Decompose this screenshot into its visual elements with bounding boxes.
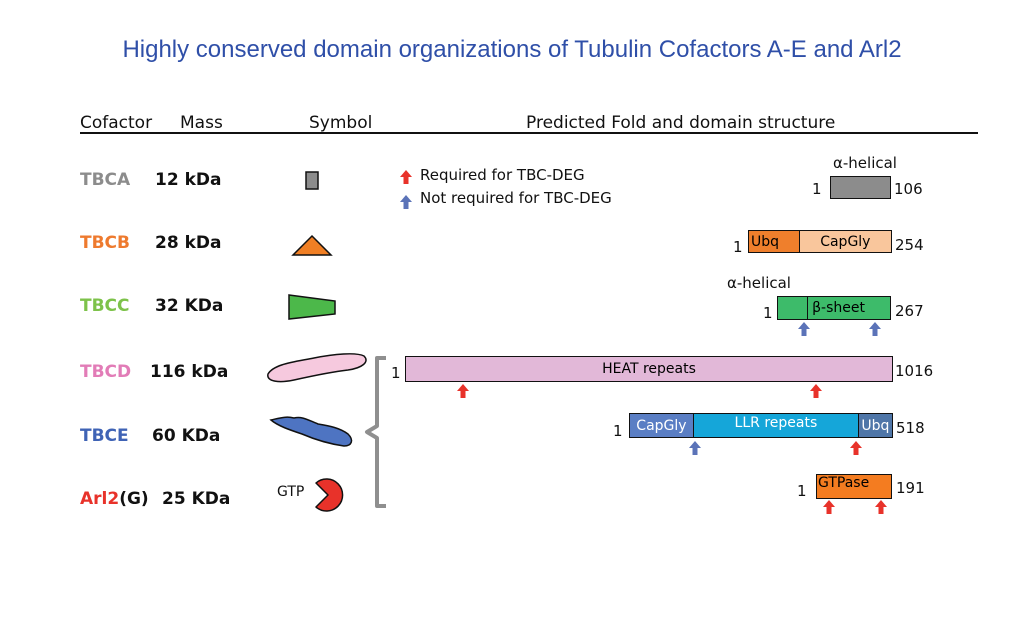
cofactor-mass: 25 KDa xyxy=(162,489,231,509)
pacman-symbol-icon xyxy=(315,478,344,512)
cofactor-mass: 116 kDa xyxy=(150,362,229,382)
diagram-title: Highly conserved domain organizations of… xyxy=(122,36,902,63)
start-residue: 1 xyxy=(812,180,822,198)
end-residue: 254 xyxy=(895,236,924,254)
domain-segment xyxy=(831,177,890,198)
domain-segment-ubq: Ubq xyxy=(857,414,892,437)
gtp-label: GTP xyxy=(277,484,305,500)
domain-bar: β-sheet xyxy=(777,296,891,320)
end-residue: 1016 xyxy=(895,362,934,380)
cofactor-name: TBCE xyxy=(80,426,129,446)
domain-segment-heat-repeats: HEAT repeats xyxy=(406,357,892,381)
domain-bar: HEAT repeats xyxy=(405,356,893,382)
cofactor-mass: 32 KDa xyxy=(155,296,224,316)
cofactor-name-main: Arl2 xyxy=(80,489,120,509)
start-residue: 1 xyxy=(797,482,807,500)
start-residue: 1 xyxy=(391,364,401,382)
required-arrow-icon xyxy=(457,384,469,398)
cofactor-mass: 28 kDa xyxy=(155,233,222,253)
elongated-blob-symbol-icon xyxy=(267,353,367,383)
start-residue: 1 xyxy=(763,304,773,322)
end-residue: 267 xyxy=(895,302,924,320)
required-arrow-icon xyxy=(875,500,887,514)
domain-segment-gtpase: GTPase xyxy=(817,475,891,498)
cofactor-name: TBCB xyxy=(80,233,130,253)
not-required-arrow-icon xyxy=(869,322,881,336)
legend-required-label: Required for TBC-DEG xyxy=(420,166,585,184)
fold-label: α-helical xyxy=(727,274,791,292)
domain-segment-ubq: Ubq xyxy=(749,231,799,252)
header-structure: Predicted Fold and domain structure xyxy=(526,113,836,133)
cofactor-name: TBCD xyxy=(80,362,132,382)
start-residue: 1 xyxy=(613,422,623,440)
triangle-symbol-icon xyxy=(291,234,333,256)
start-residue: 1 xyxy=(733,238,743,256)
cofactor-mass: 60 KDa xyxy=(152,426,221,446)
header-mass: Mass xyxy=(180,113,223,133)
domain-segment-llr-repeats: LLR repeats xyxy=(692,414,858,437)
required-arrow-icon xyxy=(850,441,862,455)
cofactor-name: Arl2(G) xyxy=(80,489,149,509)
blob-symbol-icon xyxy=(269,416,353,447)
required-arrow-icon xyxy=(823,500,835,514)
header-underline xyxy=(80,132,978,134)
domain-segment-capgly: CapGly xyxy=(798,231,891,252)
domain-bar: CapGly LLR repeats Ubq xyxy=(629,413,893,438)
end-residue: 191 xyxy=(896,479,925,497)
cofactor-name-suffix: (G) xyxy=(119,489,149,509)
not-required-arrow-icon xyxy=(689,441,701,455)
required-arrow-icon xyxy=(810,384,822,398)
fold-label: α-helical xyxy=(833,154,897,172)
grouping-bracket xyxy=(365,356,386,508)
trapezoid-symbol-icon xyxy=(288,294,336,320)
cofactor-name: TBCA xyxy=(80,170,131,190)
domain-segment-beta-sheet: β-sheet xyxy=(807,297,890,319)
header-cofactor: Cofactor xyxy=(80,113,153,133)
domain-bar: GTPase xyxy=(816,474,892,499)
end-residue: 518 xyxy=(896,419,925,437)
end-residue: 106 xyxy=(894,180,923,198)
domain-bar: Ubq CapGly xyxy=(748,230,892,253)
cofactor-mass: 12 kDa xyxy=(155,170,222,190)
legend-required-arrow-icon xyxy=(400,170,412,184)
header-symbol: Symbol xyxy=(309,113,373,133)
not-required-arrow-icon xyxy=(798,322,810,336)
domain-segment-helical xyxy=(778,297,808,319)
domain-bar xyxy=(830,176,891,199)
legend-not-required-label: Not required for TBC-DEG xyxy=(420,189,612,207)
cofactor-name: TBCC xyxy=(80,296,130,316)
rectangle-symbol-icon xyxy=(305,171,319,190)
domain-segment-capgly: CapGly xyxy=(630,414,693,437)
legend-not-required-arrow-icon xyxy=(400,195,412,209)
